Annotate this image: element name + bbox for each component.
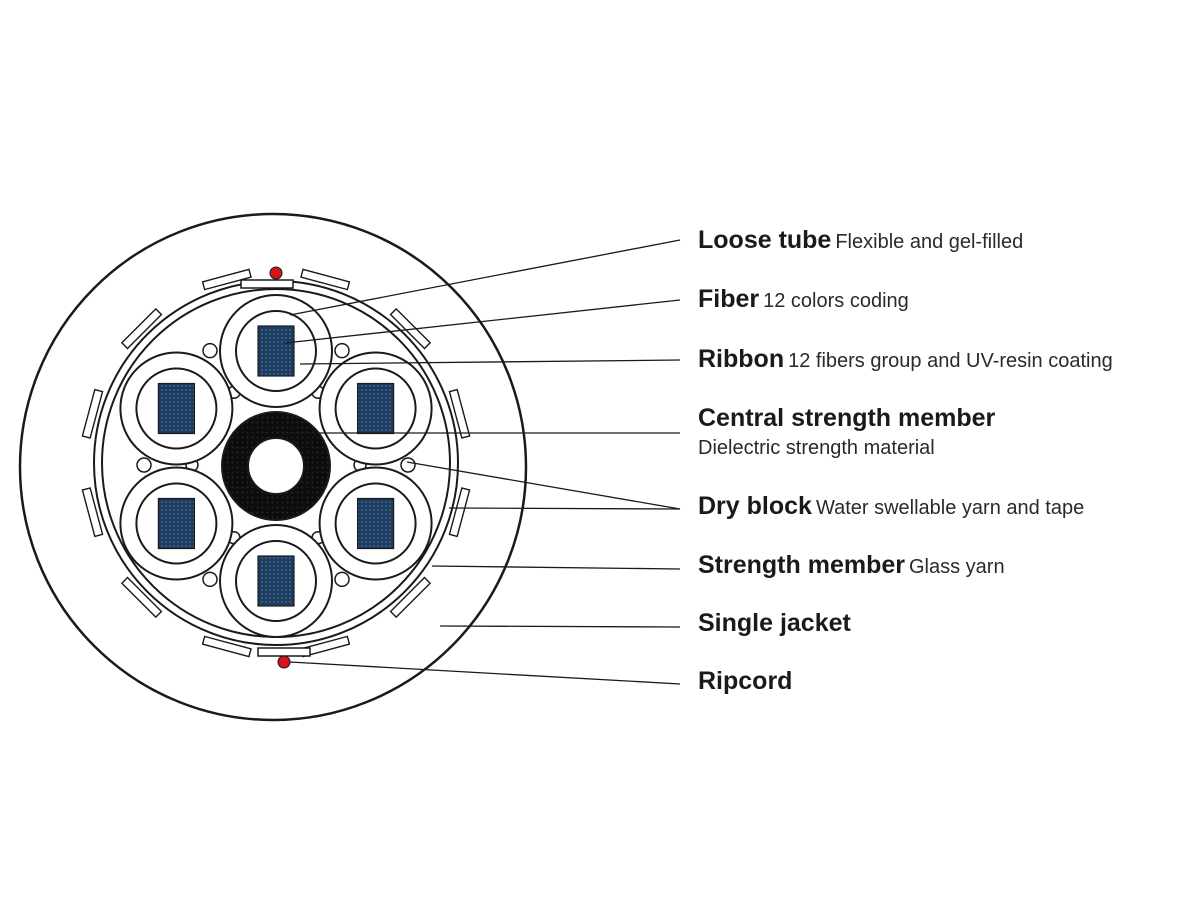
leader-fiber — [284, 299, 681, 344]
label-desc: Glass yarn — [908, 556, 1005, 578]
ripcord-top-tape — [240, 279, 294, 289]
fiber-ribbon — [356, 382, 395, 435]
glass-yarn-segment — [201, 635, 252, 658]
dry-block-outer — [400, 457, 416, 473]
label-single-jacket: Single jacket — [698, 609, 851, 638]
fiber-ribbon — [257, 325, 295, 377]
label-name: Dry block — [698, 492, 812, 520]
fiber-ribbon — [157, 497, 196, 550]
ripcord-bottom — [277, 655, 291, 669]
glass-yarn-segment — [389, 576, 432, 619]
glass-yarn-segment — [201, 268, 252, 291]
label-ripcord: Ripcord — [698, 667, 792, 696]
loose-tube — [219, 294, 333, 408]
fiber-ribbon — [157, 382, 196, 435]
dry-block-outer — [202, 571, 218, 588]
glass-yarn-segment — [120, 307, 163, 350]
glass-yarn-segment — [448, 487, 471, 538]
dry-block-outer — [136, 457, 152, 473]
glass-yarn-segment — [81, 487, 104, 538]
label-desc: Dielectric strength material — [698, 436, 935, 459]
dry-block-outer — [334, 342, 350, 359]
label-desc: 12 fibers group and UV-resin coating — [788, 350, 1113, 372]
central-core-center — [247, 437, 305, 495]
label-name: Fiber — [698, 285, 760, 313]
loose-tube — [119, 466, 234, 581]
dry-block-outer — [202, 342, 218, 359]
glass-yarn-segment — [448, 388, 471, 439]
leader-dry-block-2 — [448, 507, 681, 510]
label-name: Ribbon — [698, 345, 785, 373]
dry-block-outer — [334, 571, 350, 588]
leader-ribbon — [299, 359, 681, 365]
leader-single-jacket — [439, 625, 681, 628]
strength-member-ring — [81, 268, 471, 658]
label-name: Central strength member — [698, 404, 996, 432]
label-name: Strength member — [698, 551, 905, 579]
fiber-ribbon — [356, 497, 395, 550]
label-desc: Water swellable yarn and tape — [815, 497, 1085, 519]
ripcord-top — [269, 266, 283, 280]
glass-yarn-segment — [389, 307, 432, 350]
leader-strength-member — [431, 565, 681, 570]
leader-ripcord — [289, 661, 681, 685]
loose-tube-group — [119, 294, 433, 638]
label-desc: 12 colors coding — [763, 290, 909, 312]
glass-yarn-segment — [81, 388, 104, 439]
label-name: Loose tube — [698, 226, 832, 254]
glass-yarn-segment — [300, 268, 351, 291]
loose-tube — [219, 524, 333, 638]
glass-yarn-segment — [120, 576, 163, 619]
leader-loose-tube — [289, 239, 681, 316]
label-name: Single jacket — [698, 609, 851, 637]
label-name: Ripcord — [698, 667, 793, 695]
loose-tube — [119, 351, 234, 466]
fiber-ribbon — [257, 555, 295, 607]
loose-tube — [318, 466, 433, 581]
label-desc: Flexible and gel-filled — [835, 231, 1024, 253]
leader-dry-block-1 — [406, 461, 681, 510]
ripcord-bottom-tape — [257, 647, 311, 657]
loose-tube — [318, 351, 433, 466]
